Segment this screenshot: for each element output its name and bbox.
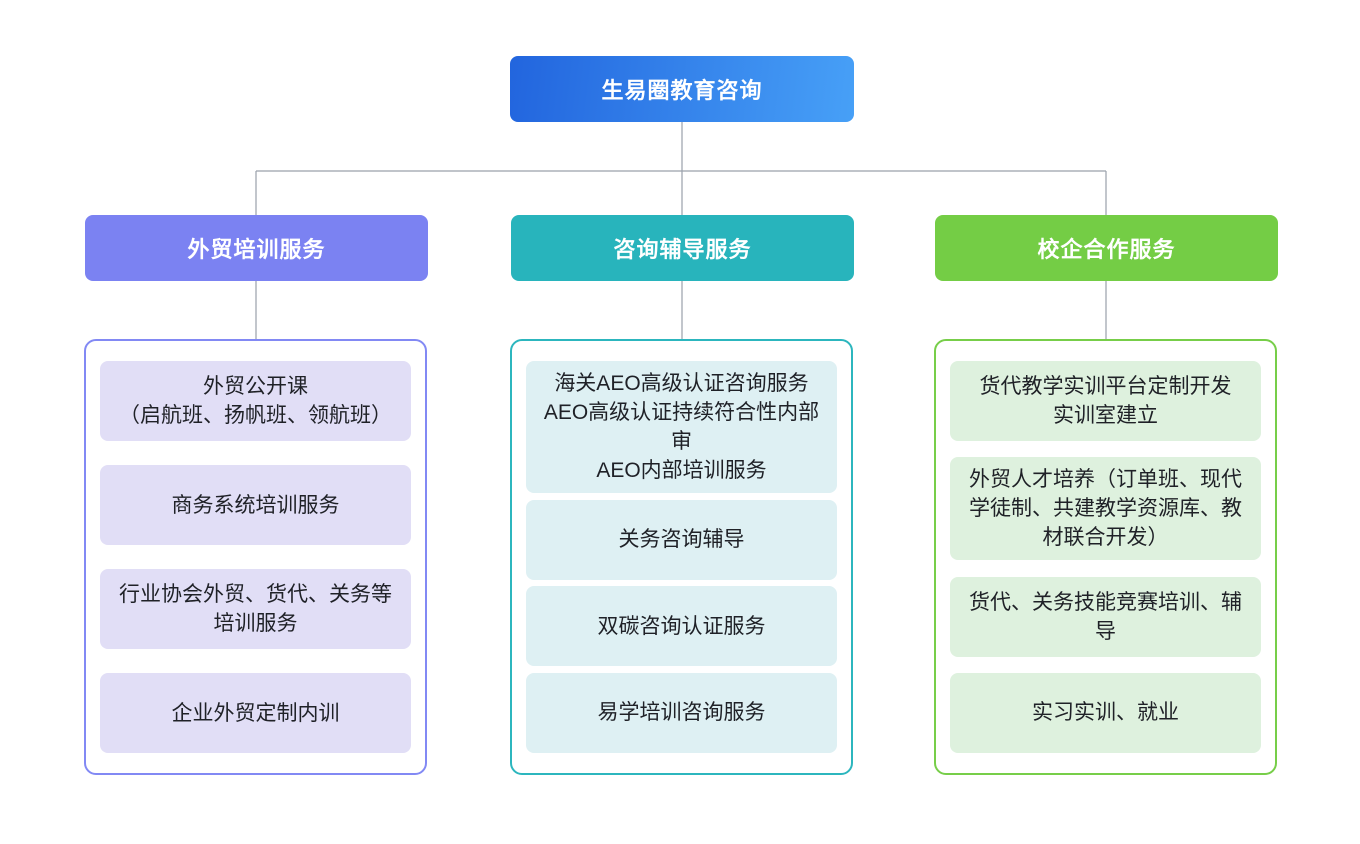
service-item: 关务咨询辅导 bbox=[526, 499, 837, 580]
service-item: 外贸公开课 （启航班、扬帆班、领航班） bbox=[100, 361, 411, 441]
branch-panel-trade-training: 外贸公开课 （启航班、扬帆班、领航班） 商务系统培训服务 行业协会外贸、货代、关… bbox=[84, 339, 427, 775]
branch-panel-school-enterprise: 货代教学实训平台定制开发 实训室建立 外贸人才培养（订单班、现代学徒制、共建教学… bbox=[934, 339, 1277, 775]
root-node: 生易圈教育咨询 bbox=[510, 56, 854, 122]
service-item: 实习实训、就业 bbox=[950, 672, 1261, 753]
branch-header-consulting: 咨询辅导服务 bbox=[511, 215, 854, 281]
branch-header-label: 外贸培训服务 bbox=[187, 237, 326, 262]
branch-header-label: 校企合作服务 bbox=[1037, 237, 1176, 262]
root-node-label: 生易圈教育咨询 bbox=[601, 78, 763, 103]
service-item: 外贸人才培养（订单班、现代学徒制、共建教学资源库、教材联合开发） bbox=[950, 457, 1261, 561]
branch-header-school-enterprise: 校企合作服务 bbox=[935, 215, 1278, 281]
branch-panel-consulting: 海关AEO高级认证咨询服务 AEO高级认证持续符合性内部审 AEO内部培训服务 … bbox=[510, 339, 853, 775]
service-item: 行业协会外贸、货代、关务等培训服务 bbox=[100, 569, 411, 649]
service-item: 货代教学实训平台定制开发 实训室建立 bbox=[950, 361, 1261, 441]
service-item: 双碳咨询认证服务 bbox=[526, 586, 837, 667]
service-item: 商务系统培训服务 bbox=[100, 465, 411, 545]
service-item: 海关AEO高级认证咨询服务 AEO高级认证持续符合性内部审 AEO内部培训服务 bbox=[526, 361, 837, 493]
service-item: 货代、关务技能竞赛培训、辅导 bbox=[950, 576, 1261, 657]
service-item: 企业外贸定制内训 bbox=[100, 673, 411, 753]
service-item: 易学培训咨询服务 bbox=[526, 672, 837, 753]
branch-header-label: 咨询辅导服务 bbox=[613, 237, 752, 262]
branch-header-trade-training: 外贸培训服务 bbox=[85, 215, 428, 281]
